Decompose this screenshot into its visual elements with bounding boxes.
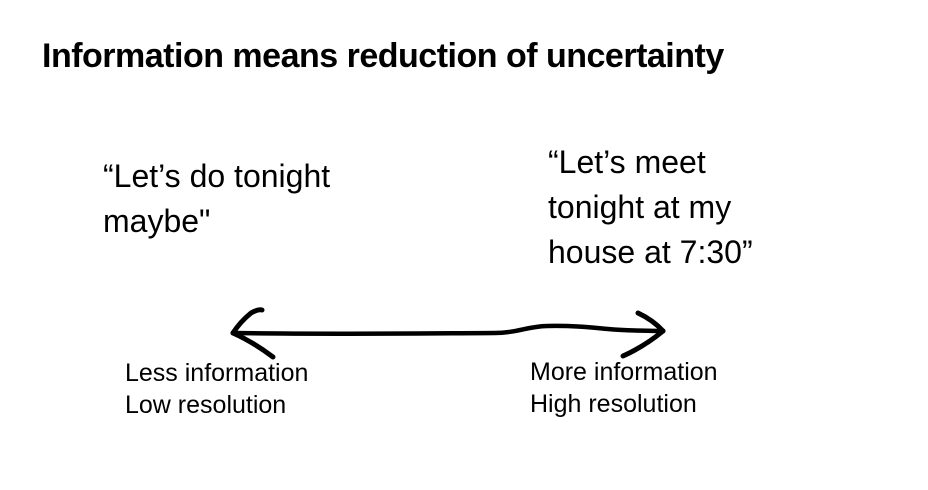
high-resolution-text: High resolution bbox=[530, 390, 697, 418]
less-information-text: Less information bbox=[125, 359, 309, 387]
slide-title: Information means reduction of uncertain… bbox=[42, 37, 724, 75]
low-resolution-text: Low resolution bbox=[125, 391, 287, 419]
quote-high-information: “Let’s meet tonight at my house at 7:30” bbox=[548, 144, 753, 270]
spectrum-arrow-icon bbox=[230, 307, 666, 360]
quote-low-information: “Let’s do tonight maybe" bbox=[103, 158, 331, 239]
spectrum-right-label: More information High resolution bbox=[530, 356, 718, 420]
spectrum-left-label: Less information Low resolution bbox=[125, 357, 308, 421]
more-information-text: More information bbox=[530, 358, 718, 386]
